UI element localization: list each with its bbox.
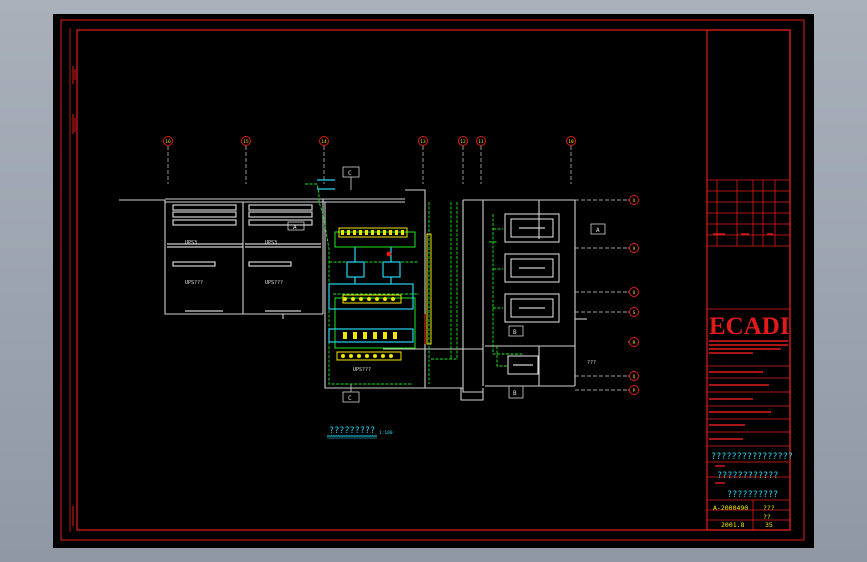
cad-drawing: ECADI ???????????????? ???????????? ????… bbox=[60, 19, 805, 541]
section-b-right: B bbox=[513, 329, 517, 336]
grid-bubble-right-3: U bbox=[628, 287, 639, 297]
sheet-number: 35 bbox=[765, 521, 773, 529]
grid-bubble-top-5-label: 12 bbox=[460, 139, 466, 145]
drawing-title: ?????????? bbox=[727, 490, 778, 500]
grid-bubble-top-5: 12 bbox=[458, 136, 468, 184]
ups-main-label: UPS??? bbox=[353, 367, 371, 373]
margin-annotations bbox=[72, 66, 76, 526]
grid-bubble-top-6-label: 11 bbox=[478, 139, 484, 145]
grid-bubble-right-6-label: Q bbox=[633, 374, 636, 380]
right-note: ??? bbox=[587, 360, 596, 366]
grid-bubble-right-5-label: R bbox=[633, 340, 636, 346]
grid-bubble-right-7-label: P bbox=[633, 388, 636, 394]
grid-bubble-top-4: 13 bbox=[418, 136, 428, 184]
grid-bubble-top-4-label: 13 bbox=[420, 139, 426, 145]
grid-bubble-top-1-label: 16 bbox=[165, 139, 171, 145]
grid-bubble-right-5: R bbox=[628, 337, 639, 347]
grid-bubble-right-1-label: X bbox=[633, 198, 636, 204]
grid-bubble-right-7: P bbox=[628, 385, 639, 395]
grid-bubble-right-4: S bbox=[628, 307, 639, 317]
sheet-number-label: ?? bbox=[763, 513, 771, 521]
grid-bubble-right-1: X bbox=[628, 195, 639, 205]
grid-bubble-top-2: 15 bbox=[241, 136, 251, 184]
section-a-right: A bbox=[596, 227, 600, 234]
grid-bubble-right-3-label: U bbox=[633, 290, 636, 296]
section-c-bottom: C bbox=[348, 395, 352, 402]
ecadi-logo: ECADI bbox=[709, 313, 790, 340]
grid-bubble-right-6: Q bbox=[628, 371, 639, 381]
top-grid-bubbles: 16 15 14 13 12 11 10 bbox=[163, 136, 576, 184]
sheet-label: ??? bbox=[763, 504, 775, 512]
floor-plan: UPS3 UPS3 UPS??? UPS??? A C C bbox=[119, 166, 628, 439]
right-grid-bubbles: X V U S R Q P bbox=[628, 195, 639, 395]
project-title-2: ???????????? bbox=[717, 471, 778, 481]
grid-bubble-top-2-label: 15 bbox=[243, 139, 249, 145]
plan-title: ????????? bbox=[329, 426, 375, 436]
battery-label-mid: UPS??? bbox=[265, 280, 283, 286]
grid-bubble-top-7-label: 10 bbox=[568, 139, 574, 145]
section-a-left: A bbox=[293, 224, 297, 231]
outer-frame bbox=[60, 19, 805, 541]
grid-bubble-right-2-label: V bbox=[633, 246, 636, 252]
grid-bubble-top-3: 14 bbox=[319, 136, 329, 184]
grid-bubble-top-7: 10 bbox=[566, 136, 576, 184]
battery-label-left: UPS??? bbox=[185, 280, 203, 286]
ups-label-mid: UPS3 bbox=[265, 240, 277, 246]
grid-bubble-top-3-label: 14 bbox=[321, 139, 327, 145]
grid-bubble-right-4-label: S bbox=[633, 310, 636, 316]
drawing-sheet: ECADI ???????????????? ???????????? ????… bbox=[53, 14, 814, 548]
drawing-date: 2001.8 bbox=[721, 521, 745, 529]
title-block: ECADI ???????????????? ???????????? ????… bbox=[706, 29, 793, 531]
grid-bubble-top-1: 16 bbox=[163, 136, 173, 184]
grid-bubble-right-2: V bbox=[628, 243, 639, 253]
ups-label-left: UPS3 bbox=[185, 240, 197, 246]
section-b-bottom: B bbox=[513, 390, 517, 397]
grid-bubble-top-6: 11 bbox=[476, 136, 486, 184]
drawing-number: A-2000490 bbox=[713, 504, 748, 512]
plan-scale: 1:100 bbox=[379, 430, 393, 436]
inner-frame bbox=[76, 29, 791, 531]
section-c-top: C bbox=[348, 170, 352, 177]
project-title-1: ???????????????? bbox=[711, 452, 793, 462]
